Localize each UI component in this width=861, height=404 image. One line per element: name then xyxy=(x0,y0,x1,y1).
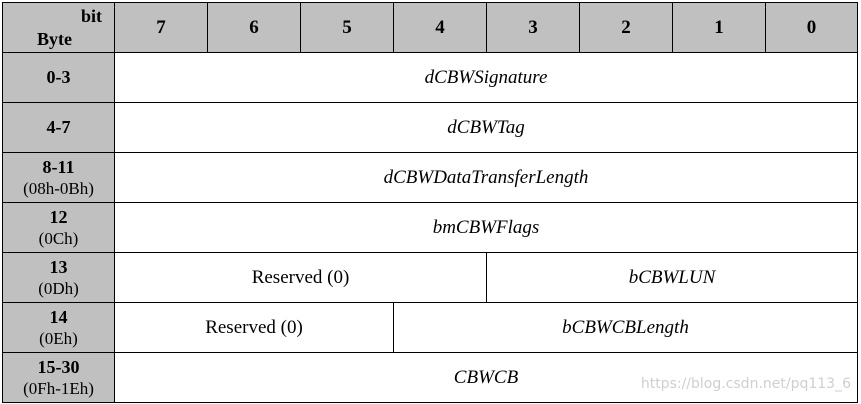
byte-offset: 14 xyxy=(49,306,68,327)
byte-offset-cell: 8-11 (08h-0Bh) xyxy=(2,152,115,203)
byte-offset-cell: 14 (0Eh) xyxy=(2,302,115,353)
byte-offset-hex: (0Eh) xyxy=(39,328,78,348)
watermark: https://blog.csdn.net/pq113_6 xyxy=(640,376,851,392)
byte-offset: 8-11 xyxy=(42,156,75,177)
row-lun: 13 (0Dh) Reserved (0) bCBWLUN xyxy=(2,252,858,303)
bit-header-1: 1 xyxy=(672,2,766,53)
byte-offset-hex: (0Fh-1Eh) xyxy=(23,378,94,398)
byte-offset-cell: 15-30 (0Fh-1Eh) xyxy=(2,352,115,403)
byte-offset-cell: 12 (0Ch) xyxy=(2,202,115,253)
byte-offset: 13 xyxy=(49,256,68,277)
byte-offset-cell: 0-3 xyxy=(2,52,115,103)
byte-offset: 0-3 xyxy=(46,67,71,87)
row-tag: 4-7 dCBWTag xyxy=(2,102,858,153)
byte-offset-hex: (08h-0Bh) xyxy=(23,178,94,198)
field-bcbwlun: bCBWLUN xyxy=(486,252,858,303)
field-dcbwdatatransferlength: dCBWDataTransferLength xyxy=(114,152,858,203)
bit-header-6: 6 xyxy=(207,2,301,53)
row-flags: 12 (0Ch) bmCBWFlags xyxy=(2,202,858,253)
bit-header-3: 3 xyxy=(486,2,580,53)
byte-offset: 15-30 xyxy=(37,356,80,377)
bit-header-5: 5 xyxy=(300,2,394,53)
field-cbwcb: CBWCB xyxy=(114,352,858,403)
field-dcbwsignature: dCBWSignature xyxy=(114,52,858,103)
bit-label: bit xyxy=(80,6,102,26)
byte-offset-hex: (0Ch) xyxy=(38,228,79,248)
bit-header-7: 7 xyxy=(114,2,208,53)
byte-offset: 12 xyxy=(49,206,68,227)
bit-header-2: 2 xyxy=(579,2,673,53)
byte-offset-cell: 4-7 xyxy=(2,102,115,153)
bit-header-0: 0 xyxy=(765,2,858,53)
field-dcbwtag: dCBWTag xyxy=(114,102,858,153)
header-row: bit Byte 7 6 5 4 3 2 1 0 xyxy=(2,2,858,53)
row-signature: 0-3 dCBWSignature xyxy=(2,52,858,103)
bit-header-4: 4 xyxy=(393,2,487,53)
corner-cell: bit Byte xyxy=(2,2,115,53)
field-bcbwcblength: bCBWCBLength xyxy=(393,302,858,353)
field-reserved: Reserved (0) xyxy=(114,302,394,353)
row-cbwcb: 15-30 (0Fh-1Eh) CBWCB xyxy=(2,352,858,403)
row-cb-length: 14 (0Eh) Reserved (0) bCBWCBLength xyxy=(2,302,858,353)
byte-offset-hex: (0Dh) xyxy=(38,278,79,298)
byte-label: Byte xyxy=(37,29,72,49)
row-data-transfer-length: 8-11 (08h-0Bh) dCBWDataTransferLength xyxy=(2,152,858,203)
field-reserved: Reserved (0) xyxy=(114,252,487,303)
byte-offset-cell: 13 (0Dh) xyxy=(2,252,115,303)
byte-offset: 4-7 xyxy=(46,117,71,137)
field-bmcbwflags: bmCBWFlags xyxy=(114,202,858,253)
